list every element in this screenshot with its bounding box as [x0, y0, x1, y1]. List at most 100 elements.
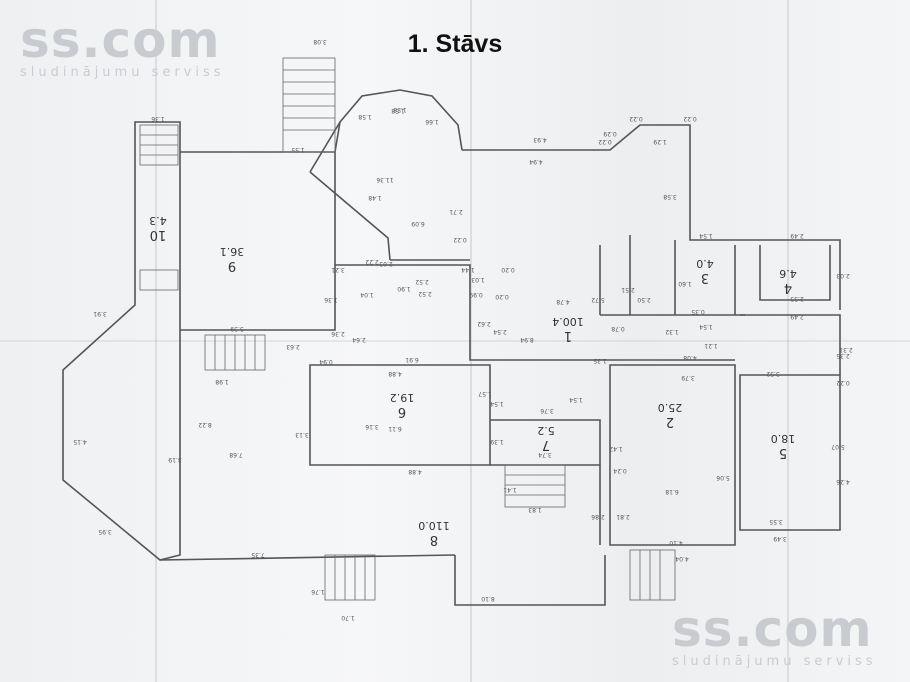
dimension-label: 2.03 — [379, 260, 393, 267]
dimension-label: 8.10 — [481, 595, 495, 602]
dimension-label: 1.76 — [311, 588, 325, 595]
dimension-label: 5.72 — [591, 296, 605, 303]
dimension-label: 1.54 — [490, 400, 504, 407]
room-label: 619.2 — [390, 391, 415, 419]
dimension-label: 1.29 — [653, 138, 667, 145]
dimension-label: 1.42 — [609, 445, 623, 452]
dimension-label: 4.78 — [556, 298, 570, 305]
dimension-label: 0.20 — [501, 266, 515, 273]
dimension-label: 1.35 — [593, 357, 607, 364]
dimension-label: 3.52 — [766, 370, 780, 377]
room-area: 36.1 — [220, 245, 245, 258]
dimension-label: 2.50 — [637, 296, 651, 303]
dimension-label: 0.20 — [495, 293, 509, 300]
dimension-label: 2.49 — [790, 313, 804, 320]
room-area: 4.0 — [696, 257, 714, 270]
room-number: 4 — [784, 280, 792, 295]
dimension-label: 2.62 — [477, 320, 491, 327]
room-label: 34.0 — [696, 257, 714, 285]
dimension-label: 2.22 — [365, 258, 379, 265]
dimension-label: 0.35 — [691, 308, 705, 315]
dimension-label: 1.90 — [397, 285, 411, 292]
dimension-label: 5.06 — [716, 474, 730, 481]
dimension-label: 3.13 — [295, 431, 309, 438]
dimension-label: 3.21 — [331, 266, 345, 273]
room-area: 4.3 — [149, 214, 167, 227]
dimension-label: 1.70 — [341, 614, 355, 621]
paper-fold — [0, 340, 910, 342]
room-number: 8 — [430, 532, 438, 547]
dimension-label: 0.22 — [598, 138, 612, 145]
dimension-label: 3.16 — [365, 423, 379, 430]
dimension-label: 1.98 — [215, 378, 229, 385]
paper-fold — [470, 0, 472, 682]
paper-fold — [155, 0, 157, 682]
dimension-label: 2.51 — [621, 286, 635, 293]
dimension-label: 3.08 — [313, 38, 327, 45]
dimension-label: 1.83 — [528, 506, 542, 513]
dimension-label: 3.49 — [773, 535, 787, 542]
dimension-label: 2.71 — [449, 208, 463, 215]
dimension-label: 4.15 — [73, 438, 87, 445]
dimension-label: 4.10 — [669, 539, 683, 546]
dimension-label: 7.35 — [251, 551, 265, 558]
dimension-label: 3.74 — [538, 451, 552, 458]
watermark-logo: ss.com sludinājumu serviss — [20, 15, 225, 81]
dimension-label: 5.39 — [230, 325, 244, 332]
dimension-label: 0.22 — [453, 236, 467, 243]
dimension-label: 1.54 — [699, 232, 713, 239]
dimension-label: 6.91 — [405, 356, 419, 363]
dimension-label: 1.03 — [471, 276, 485, 283]
dimension-label: 0.94 — [319, 358, 333, 365]
dimension-label: 2.36 — [331, 330, 345, 337]
room-label: 44.6 — [779, 267, 797, 295]
room-number: 6 — [398, 404, 406, 419]
dimension-label: 1.60 — [678, 280, 692, 287]
dimension-label: 3.79 — [681, 374, 695, 381]
dimension-label: 4.93 — [533, 136, 547, 143]
dimension-label: 1.39 — [490, 438, 504, 445]
dimension-label: 3.76 — [540, 407, 554, 414]
dimension-label: 3.55 — [769, 518, 783, 525]
room-number: 7 — [542, 437, 550, 452]
room-area: 19.2 — [390, 391, 415, 404]
dimension-label: 1.36 — [324, 296, 338, 303]
dimension-label: 4.94 — [529, 158, 543, 165]
room-area: 110.0 — [418, 519, 450, 532]
dimension-label: 1.32 — [665, 328, 679, 335]
room-area: 18.0 — [771, 432, 796, 445]
dimension-label: 3.95 — [98, 528, 112, 535]
dimension-label: 1.58 — [393, 106, 407, 113]
dimension-label: 4.04 — [675, 555, 689, 562]
watermark-brand: ss.com — [20, 11, 221, 69]
dimension-label: 0.24 — [613, 467, 627, 474]
room-labels: 104.3936.11100.434.044.6619.275.2225.051… — [149, 214, 797, 547]
room-number: 3 — [701, 270, 709, 285]
dimension-label: 4.26 — [836, 478, 850, 485]
dimension-label: 1.04 — [360, 291, 374, 298]
room-area: 25.0 — [658, 401, 683, 414]
dimension-label: 0.99 — [469, 291, 483, 298]
dimension-label: 1.48 — [368, 194, 382, 201]
room-number: 10 — [150, 227, 167, 242]
dimension-label: 2.03 — [836, 272, 850, 279]
dimension-label: 2.63 — [286, 343, 300, 350]
dimension-label: 5.07 — [831, 443, 845, 450]
dimension-label: 3.58 — [663, 193, 677, 200]
page-title: 1. Stāvs — [407, 30, 503, 58]
dimension-label: 2.54 — [493, 328, 507, 335]
dimension-label: 2.49 — [790, 232, 804, 239]
dimension-label: 4.88 — [388, 370, 402, 377]
dimension-label: 2.86 — [591, 513, 605, 520]
dimension-label: 3.91 — [93, 310, 107, 317]
room-label: 518.0 — [771, 432, 796, 460]
dimension-label: 6.18 — [665, 488, 679, 495]
dimension-label: 0.78 — [611, 325, 625, 332]
dimension-label: 8.94 — [520, 336, 534, 343]
dimension-label: 6.09 — [411, 220, 425, 227]
stairs — [139, 57, 676, 601]
watermark-brand: ss.com — [672, 600, 873, 658]
